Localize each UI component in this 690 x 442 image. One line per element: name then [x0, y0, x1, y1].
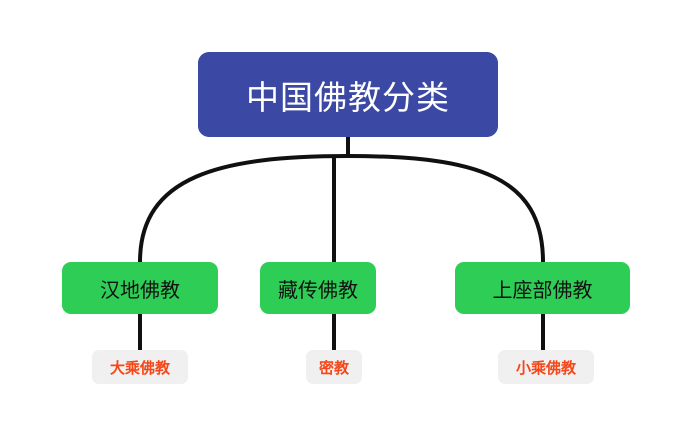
edge-root-to-branch-0	[138, 154, 350, 264]
leaf-node-0[interactable]: 大乘佛教	[92, 350, 188, 384]
branch-node-2-label: 上座部佛教	[492, 277, 593, 302]
branch-node-1-label: 藏传佛教	[278, 277, 358, 302]
branch-node-0[interactable]: 汉地佛教	[62, 262, 218, 314]
edge-root-to-branch-2	[346, 154, 545, 264]
leaf-node-2-label: 小乘佛教	[515, 358, 576, 377]
leaf-node-1[interactable]: 密教	[306, 350, 362, 384]
branch-node-2[interactable]: 上座部佛教	[455, 262, 630, 314]
leaf-node-1-label: 密教	[318, 358, 349, 377]
branch-node-1[interactable]: 藏传佛教	[260, 262, 376, 314]
root-node[interactable]: 中国佛教分类	[198, 52, 498, 137]
branch-node-0-label: 汉地佛教	[100, 277, 180, 302]
leaf-node-2[interactable]: 小乘佛教	[498, 350, 594, 384]
leaf-node-0-label: 大乘佛教	[109, 358, 170, 377]
root-node-label: 中国佛教分类	[246, 77, 450, 117]
